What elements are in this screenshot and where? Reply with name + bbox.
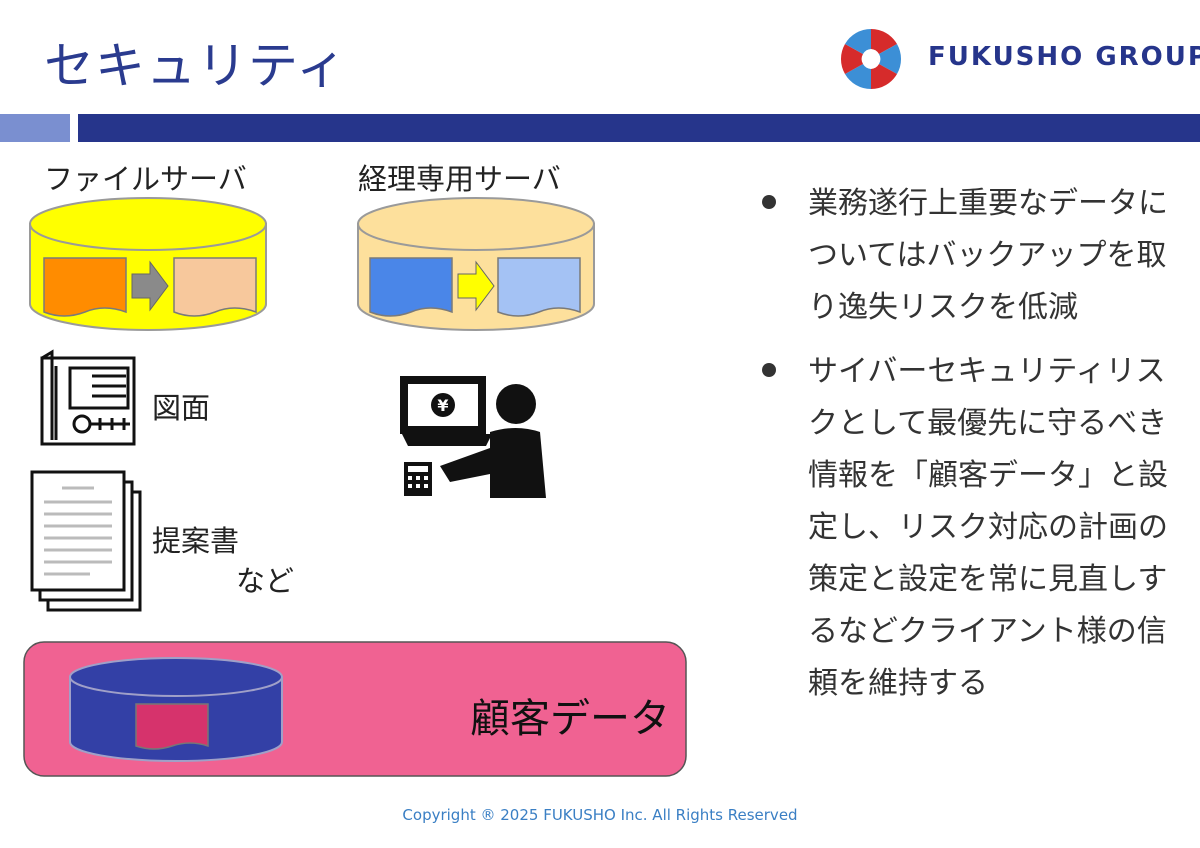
header-bar-accent (0, 114, 70, 142)
drawings-label: 図面 (152, 391, 211, 425)
file-server-cylinder (29, 197, 267, 331)
page-title: セキュリティ (44, 37, 347, 95)
accounting-server-cylinder (357, 197, 595, 331)
bullet-item: 業務遂行上重要なデータについてはバックアップを取り逸失リスクを低減 (760, 178, 1180, 334)
arrow-right-icon (131, 260, 169, 312)
calculator-icon (404, 462, 432, 496)
proposals-label: 提案書 (152, 524, 240, 558)
bullet-dot (762, 195, 776, 209)
bullet-text: 業務遂行上重要なデータについてはバックアップを取り逸失リスクを低減 (808, 186, 1168, 325)
company-logo: FUKUSHO GROUP (836, 24, 1200, 94)
accountant-icon: ¥ (400, 376, 546, 498)
customer-data-label: 顧客データ (470, 696, 670, 742)
yen-icon (431, 393, 455, 417)
svg-text:¥: ¥ (437, 396, 448, 415)
customer-data-panel (23, 641, 687, 777)
bullet-item: サイバーセキュリティリスクとして最優先に守るべき情報を「顧客データ」と設定し、リ… (760, 346, 1180, 710)
accounting-server-label: 経理専用サーバ (358, 162, 561, 196)
etc-label: など (236, 564, 295, 598)
logo-mark-icon (840, 28, 902, 90)
logo-text: FUKUSHO GROUP (928, 42, 1200, 72)
header-bar (78, 114, 1200, 142)
copyright-footer: Copyright ® 2025 FUKUSHO Inc. All Rights… (402, 806, 798, 824)
bullet-dot (762, 363, 776, 377)
security-diagram: ¥ (23, 197, 687, 777)
bullet-list: 業務遂行上重要なデータについてはバックアップを取り逸失リスクを低減 サイバーセキ… (760, 178, 1180, 722)
bullet-text: サイバーセキュリティリスクとして最優先に守るべき情報を「顧客データ」と設定し、リ… (808, 354, 1168, 701)
documents-icon (30, 470, 142, 612)
blueprint-icon (40, 349, 136, 446)
file-server-label: ファイルサーバ (44, 162, 247, 196)
arrow-right-icon (457, 260, 495, 312)
